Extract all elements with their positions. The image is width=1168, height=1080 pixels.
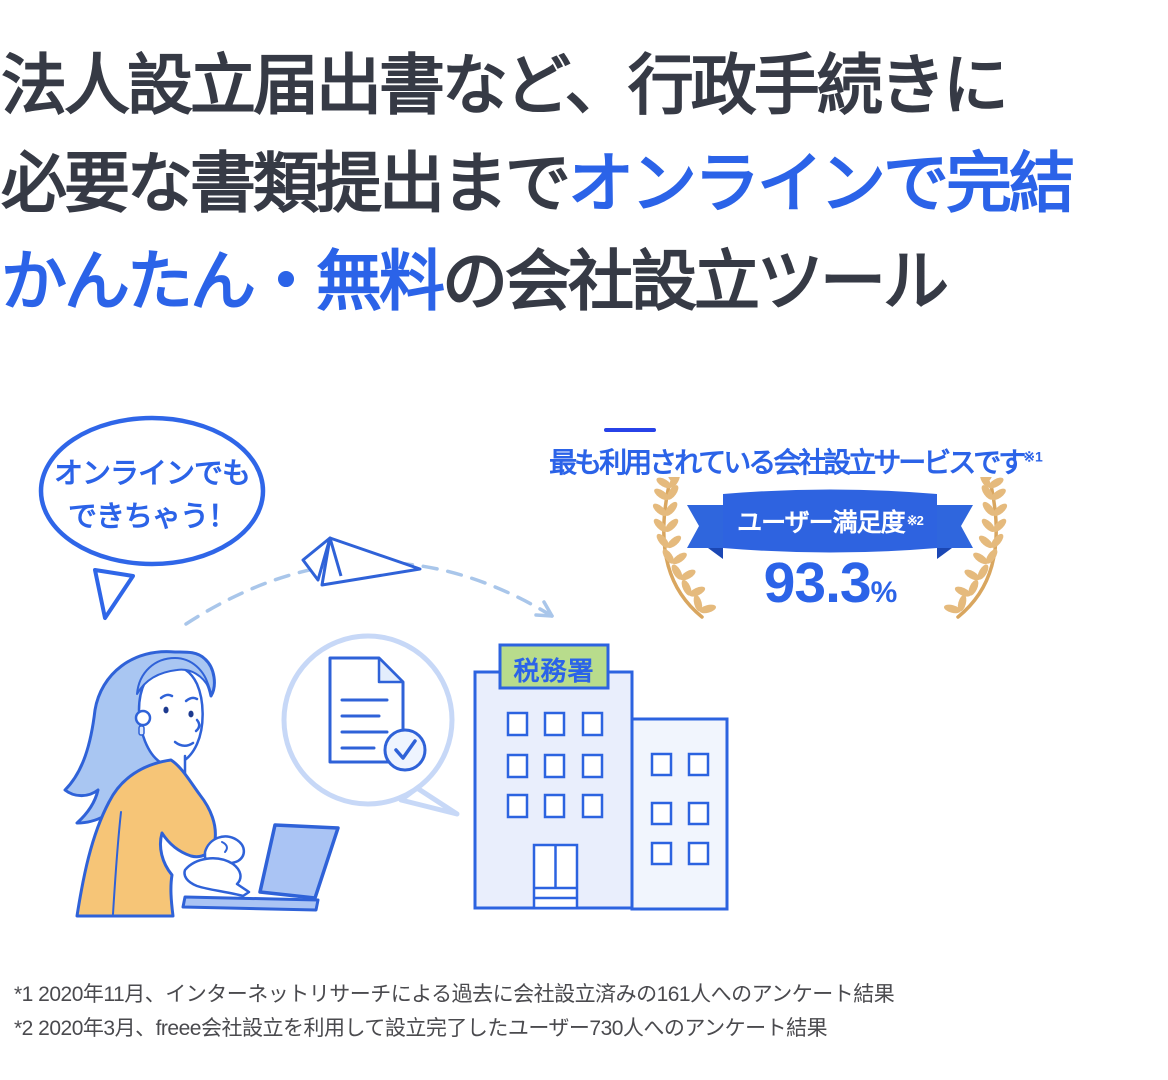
headline-line-1: 法人設立届出書など、行政手続きに [1, 36, 1161, 134]
speech-bubble-icon [38, 415, 266, 620]
satisfaction-score: 93.3% [640, 550, 1020, 616]
footnotes: *1 2020年11月、インターネットリサーチによる過去に会社設立済みの161人… [14, 978, 1154, 1046]
building-sign [498, 643, 610, 690]
decorative-dash [604, 428, 656, 432]
headline-line-2-dark: 必要な書類提出まで [1, 146, 571, 220]
footnote-2: *2 2020年3月、freee会社設立を利用して設立完了したユーザー730人へ… [14, 1017, 828, 1040]
badge-title-note: ※1 [1023, 448, 1043, 465]
headline-line-1-text: 法人設立届出書など、行政手続きに [1, 48, 1009, 122]
speech-bubble-text: オンラインでも できちゃう！ [40, 453, 264, 539]
headline-line-3-accent: かんたん・無料 [1, 244, 445, 318]
tax-office-building-icon [473, 643, 729, 911]
headline-line-2-accent: オンラインで完結 [568, 146, 1075, 220]
ribbon-label-note: ※2 [906, 513, 924, 528]
speech-bubble-line-1: オンラインでも [53, 458, 251, 490]
paper-plane-icon [301, 536, 422, 587]
score-value: 93.3 [763, 551, 872, 615]
headline-line-3: かんたん・無料の会社設立ツール [1, 232, 1161, 330]
page-headline: 法人設立届出書など、行政手続きに 必要な書類提出までオンラインで完結 かんたん・… [1, 36, 1161, 330]
score-unit: % [870, 576, 898, 609]
hero-illustration [38, 415, 729, 918]
satisfaction-badge [649, 477, 1011, 619]
ribbon-label: ユーザー満足度※2 [723, 496, 937, 546]
badge-title: 最も利用されている会社設立サービスです※1 [540, 441, 1052, 481]
dashed-arc-arrow-icon [184, 560, 554, 626]
ribbon-icon [687, 489, 973, 559]
footnote-1: *1 2020年11月、インターネットリサーチによる過去に会社設立済みの161人… [14, 983, 895, 1006]
woman-typing-laptop-icon [63, 650, 340, 918]
headline-line-2: 必要な書類提出までオンラインで完結 [1, 134, 1161, 232]
badge-title-text: 最も利用されている会社設立サービスです [549, 447, 1026, 478]
headline-line-3-dark: の会社設立ツール [442, 244, 949, 318]
document-check-icon [281, 633, 460, 817]
building-sign-text: 税務署 [513, 656, 595, 686]
ribbon-label-text: ユーザー満足度 [737, 509, 906, 537]
speech-bubble-line-2: できちゃう！ [67, 501, 237, 533]
